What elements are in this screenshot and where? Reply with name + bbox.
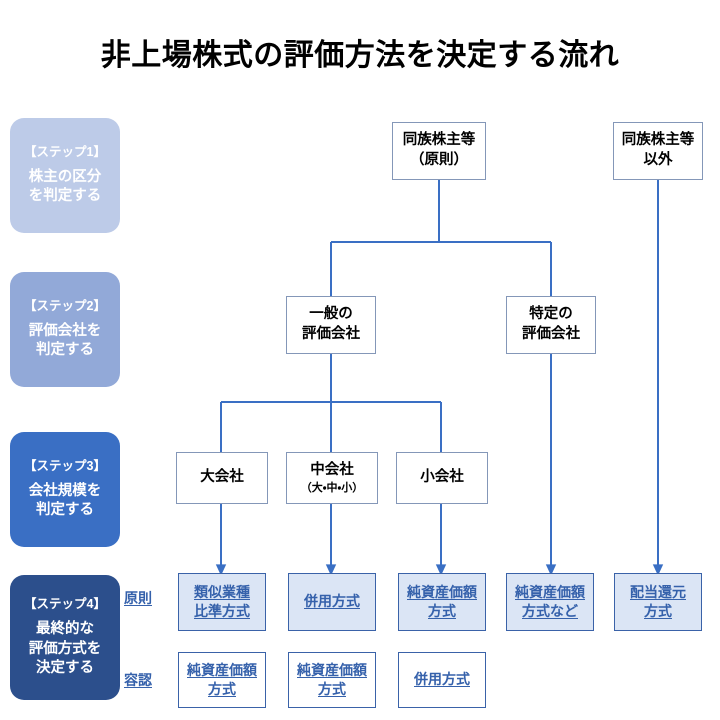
result-junshisan-nado-label: 純資産価額 方式など	[515, 583, 585, 619]
node-size-medium: 中会社 （大・中・小）	[286, 452, 378, 504]
row-label-acceptable: 容認	[124, 672, 152, 688]
result-junshisan-small[interactable]: 純資産価額 方式	[398, 573, 486, 631]
step-3-tag: 【ステップ3】	[24, 459, 106, 473]
node-company-general: 一般の 評価会社	[286, 296, 376, 354]
node-shareholder-other: 同族株主等 以外	[613, 122, 703, 180]
node-size-medium-label: 中会社	[310, 461, 354, 478]
node-size-small-label: 小会社	[420, 469, 464, 486]
result-junshisan-small-label: 純資産価額 方式	[407, 583, 477, 619]
node-company-specific: 特定の 評価会社	[506, 296, 596, 354]
node-size-medium-sublabel: （大・中・小）	[300, 482, 364, 495]
result-heiyo-principle-label: 併用方式	[304, 593, 360, 610]
step-chip-4: 【ステップ4】 最終的な 評価方式を 決定する	[10, 575, 120, 700]
result-haito-kangen[interactable]: 配当還元 方式	[614, 573, 702, 631]
result-junshisan-medium-alt-label: 純資産価額 方式	[297, 661, 367, 697]
node-size-large: 大会社	[176, 452, 268, 504]
result-junshisan-large-alt[interactable]: 純資産価額 方式	[178, 652, 266, 708]
step-1-tag: 【ステップ1】	[24, 145, 106, 159]
node-company-specific-label: 特定の 評価会社	[522, 306, 580, 342]
result-junshisan-nado[interactable]: 純資産価額 方式など	[506, 573, 594, 631]
step-chip-2: 【ステップ2】 評価会社を 判定する	[10, 272, 120, 387]
result-haito-kangen-label: 配当還元 方式	[630, 583, 686, 619]
step-chip-1: 【ステップ1】 株主の区分 を判定する	[10, 118, 120, 233]
result-heiyo-small-alt-label: 併用方式	[414, 671, 470, 688]
result-heiyo-principle[interactable]: 併用方式	[288, 573, 376, 631]
node-size-small: 小会社	[396, 452, 488, 504]
step-1-body: 株主の区分 を判定する	[28, 168, 102, 205]
step-3-body: 会社規模を 判定する	[28, 482, 102, 519]
step-2-body: 評価会社を 判定する	[28, 322, 102, 359]
result-junshisan-medium-alt[interactable]: 純資産価額 方式	[288, 652, 376, 708]
node-shareholder-dozoku: 同族株主等 （原則）	[392, 122, 486, 180]
node-shareholder-other-label: 同族株主等 以外	[621, 132, 695, 168]
step-chip-3: 【ステップ3】 会社規模を 判定する	[10, 432, 120, 547]
step-2-tag: 【ステップ2】	[24, 299, 106, 313]
step-4-tag: 【ステップ4】	[24, 597, 106, 612]
step-4-body: 最終的な 評価方式を 決定する	[28, 621, 102, 677]
page-title: 非上場株式の評価方法を決定する流れ	[100, 39, 620, 72]
result-junshisan-large-alt-label: 純資産価額 方式	[187, 661, 257, 697]
node-company-general-label: 一般の 評価会社	[302, 306, 360, 342]
node-shareholder-dozoku-label: 同族株主等 （原則）	[402, 132, 476, 168]
row-label-principle: 原則	[124, 590, 152, 606]
result-ruiji-gyoshu-label: 類似業種 比準方式	[194, 583, 250, 619]
node-size-large-label: 大会社	[200, 469, 244, 486]
result-heiyo-small-alt[interactable]: 併用方式	[398, 652, 486, 708]
result-ruiji-gyoshu[interactable]: 類似業種 比準方式	[178, 573, 266, 631]
